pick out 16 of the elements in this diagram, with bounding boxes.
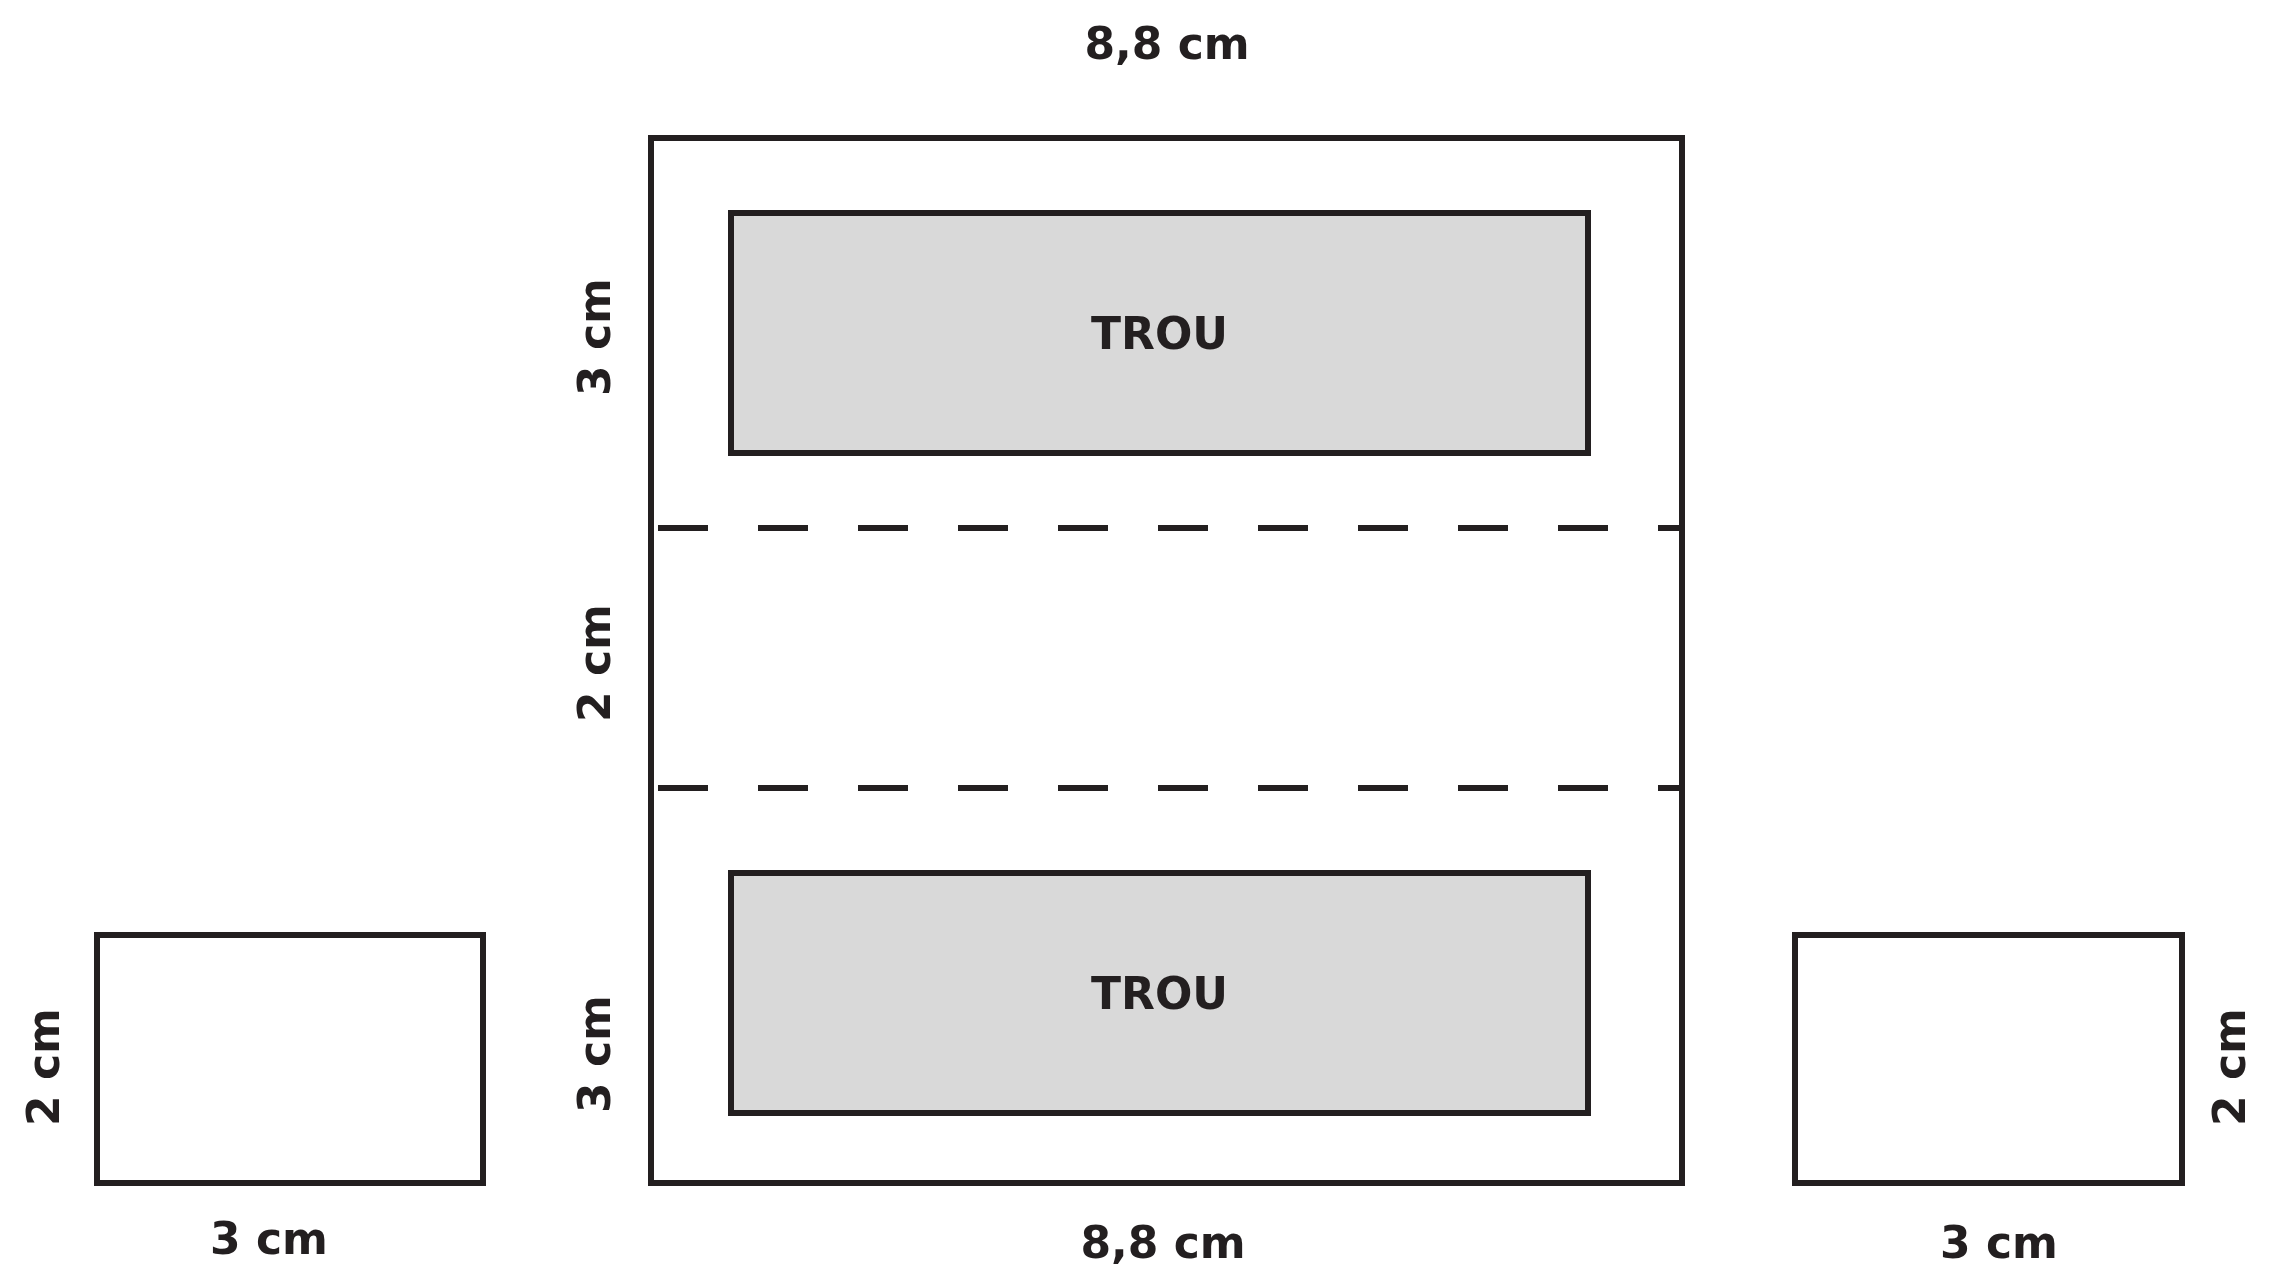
rectangle-box [1792, 932, 2185, 1186]
dimension-label: 2 cm [568, 604, 620, 722]
dimension-label: 3 cm [568, 278, 620, 396]
hole-label: TROU [1090, 307, 1229, 359]
hole-rectangle [728, 210, 1591, 456]
dimension-label: 3 cm [1940, 1216, 2058, 1268]
dimension-label: 2 cm [17, 1008, 69, 1126]
rectangle-box [648, 135, 1685, 1186]
dimension-label: 8,8 cm [1084, 17, 1250, 69]
hole-label: TROU [1090, 967, 1229, 1019]
dimension-label: 3 cm [210, 1212, 328, 1264]
hole-rectangle [728, 870, 1591, 1116]
rectangle-box [94, 932, 486, 1186]
dimension-label: 3 cm [568, 995, 620, 1113]
dimension-label: 8,8 cm [1080, 1216, 1246, 1268]
dimension-label: 2 cm [2203, 1008, 2255, 1126]
